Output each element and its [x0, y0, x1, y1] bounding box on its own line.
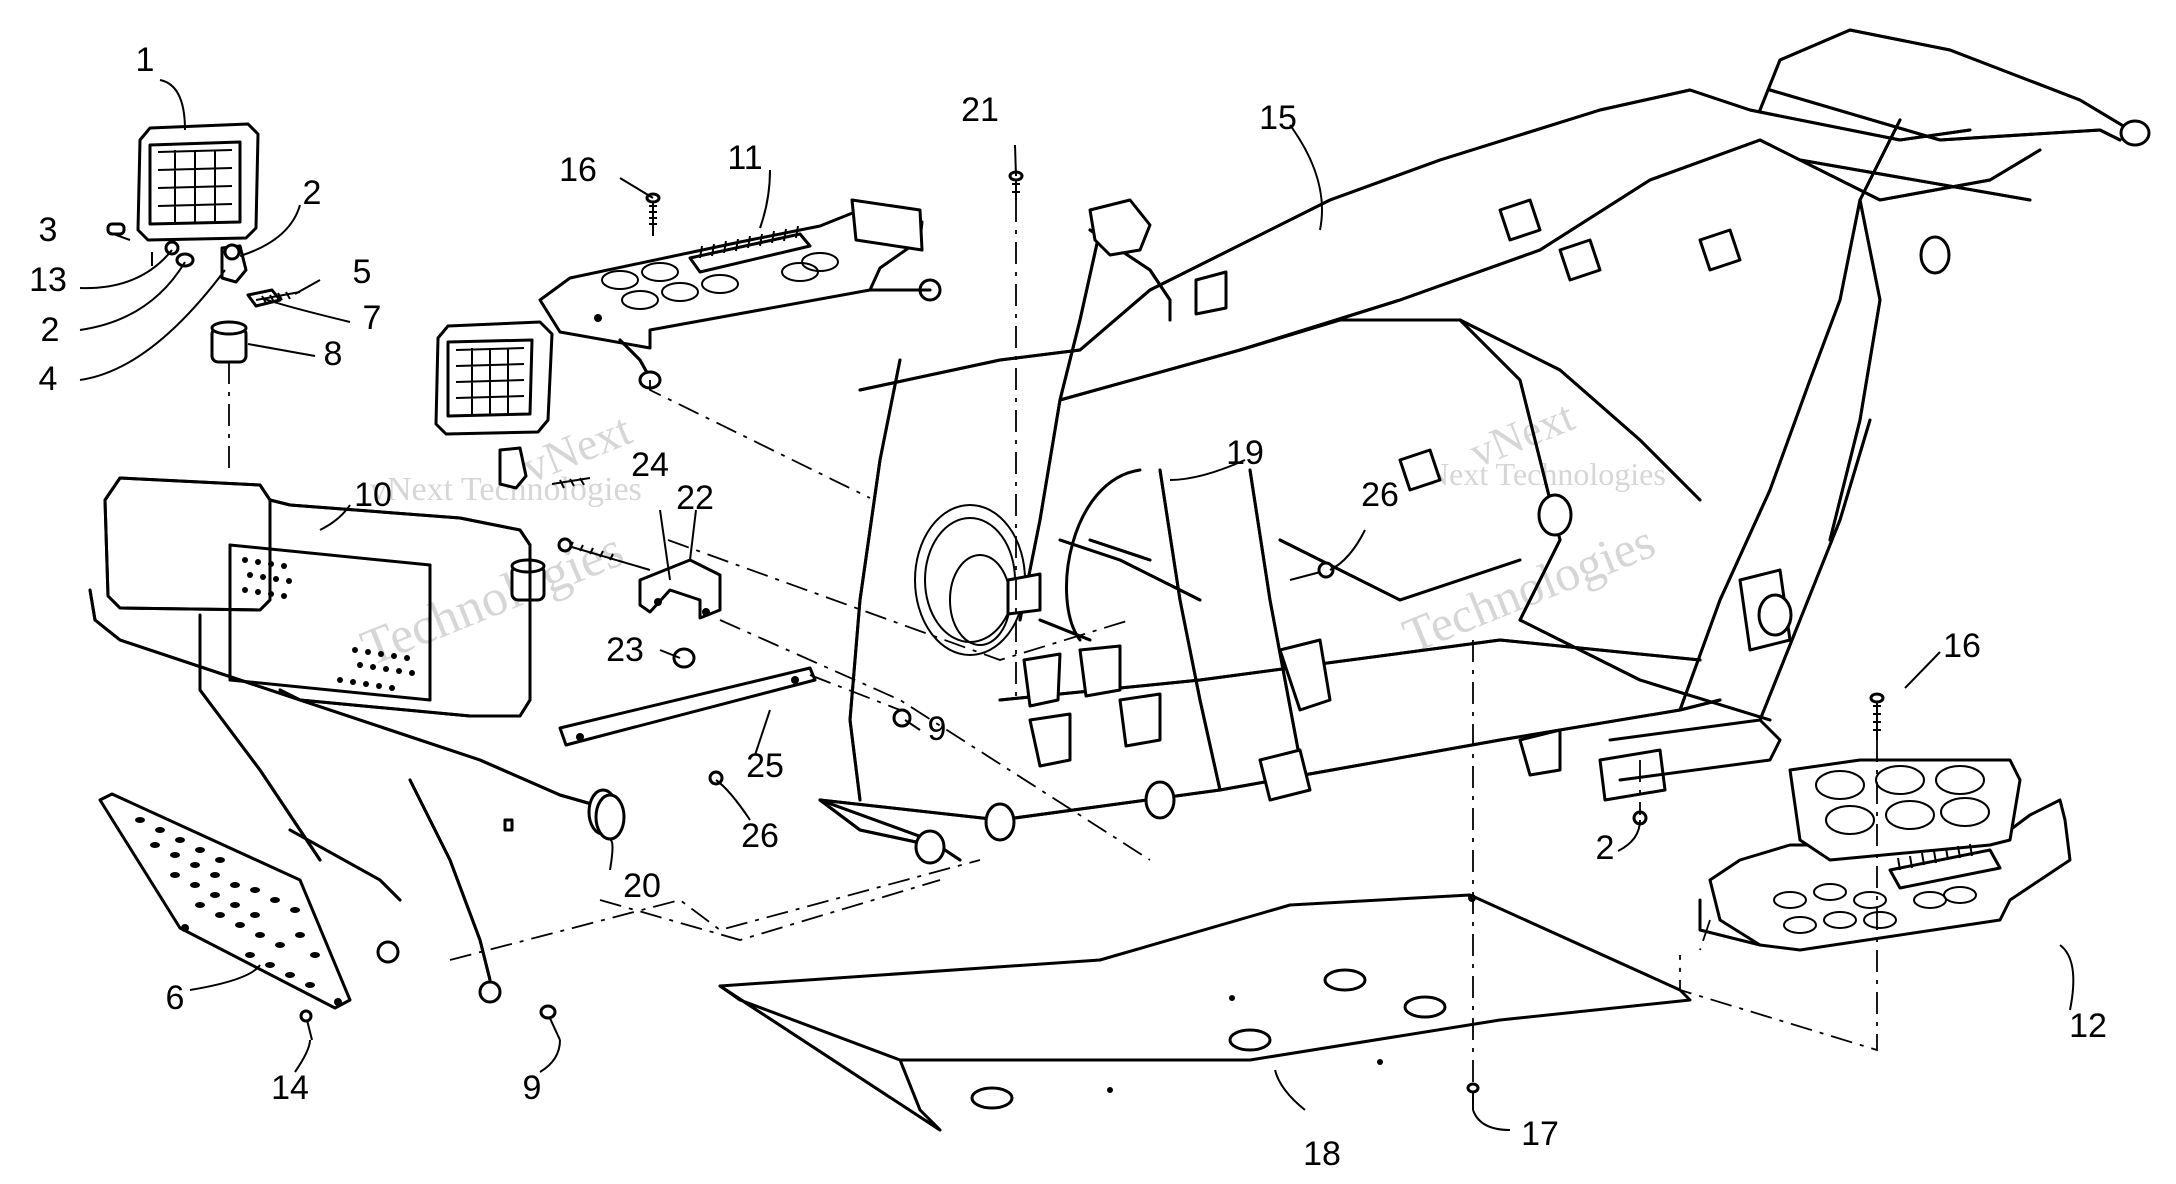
svg-text:vNext Technologies: vNext Technologies [1410, 456, 1666, 492]
callout-9: 9 [928, 710, 947, 748]
callout-2: 2 [303, 174, 322, 212]
long-bolt [557, 537, 651, 571]
callout-13: 13 [29, 261, 67, 299]
callout-14: 14 [271, 1069, 309, 1107]
watermark-left: vNext Technologies Technologies vNext [354, 403, 642, 677]
callout-21: 21 [961, 91, 999, 129]
callout-5: 5 [353, 253, 372, 291]
callout-16: 16 [559, 151, 597, 189]
callout-22: 22 [676, 479, 714, 517]
callout-18: 18 [1303, 1135, 1341, 1173]
bolt-9-lower [539, 1004, 561, 1041]
callout-17: 17 [1521, 1115, 1559, 1153]
right-footrest [1698, 758, 2072, 952]
bolt-14 [299, 1009, 313, 1041]
callout-10: 10 [354, 476, 392, 514]
nut-26-lower [708, 770, 724, 786]
callout-16: 16 [1943, 627, 1981, 665]
callout-26: 26 [1361, 476, 1399, 514]
callout-9: 9 [523, 1069, 542, 1107]
nut-23 [672, 647, 696, 669]
callout-26: 26 [741, 817, 779, 855]
callout-19: 19 [1226, 434, 1264, 472]
watermark-right: vNext Technologies Technologies vNext [1395, 392, 1666, 664]
headlight-upper [106, 122, 301, 364]
bolt-26-right [1289, 561, 1335, 581]
front-grille-plate [98, 792, 352, 1010]
callout-labels: 1 2 2 2 3 4 5 6 7 8 9 9 10 11 12 13 14 1… [29, 41, 2107, 1173]
mount-bracket [638, 558, 722, 620]
callout-25: 25 [746, 747, 784, 785]
left-footrest [538, 198, 942, 390]
mounting-strip [558, 666, 817, 747]
callout-20: 20 [623, 867, 661, 905]
skid-plate [718, 893, 1692, 1132]
callout-24: 24 [631, 446, 669, 484]
callout-2: 2 [1596, 829, 1615, 867]
callout-23: 23 [606, 631, 644, 669]
callout-6: 6 [166, 979, 185, 1017]
bumper-grille-holes [242, 557, 415, 691]
assembly-guide-lines [228, 200, 1878, 1085]
callout-2: 2 [41, 311, 60, 349]
bolt-17 [1466, 1082, 1480, 1110]
leader-lines [79, 79, 2075, 1131]
callout-3: 3 [39, 211, 58, 249]
callout-15: 15 [1259, 99, 1297, 137]
callout-1: 1 [136, 41, 155, 79]
bolt-21 [1008, 170, 1024, 200]
cap-20 [594, 793, 626, 841]
callout-8: 8 [324, 335, 343, 373]
callout-4: 4 [39, 360, 58, 398]
nut-9-middle [892, 708, 912, 728]
main-frame [818, 28, 2151, 865]
bolt-16-left [645, 192, 661, 236]
callout-12: 12 [2069, 1007, 2107, 1045]
headlight-lower [434, 320, 591, 602]
callout-11: 11 [727, 139, 762, 177]
callout-7: 7 [363, 299, 382, 337]
bolt-16-right [1869, 692, 1885, 740]
grille-plate-holes [135, 817, 320, 988]
